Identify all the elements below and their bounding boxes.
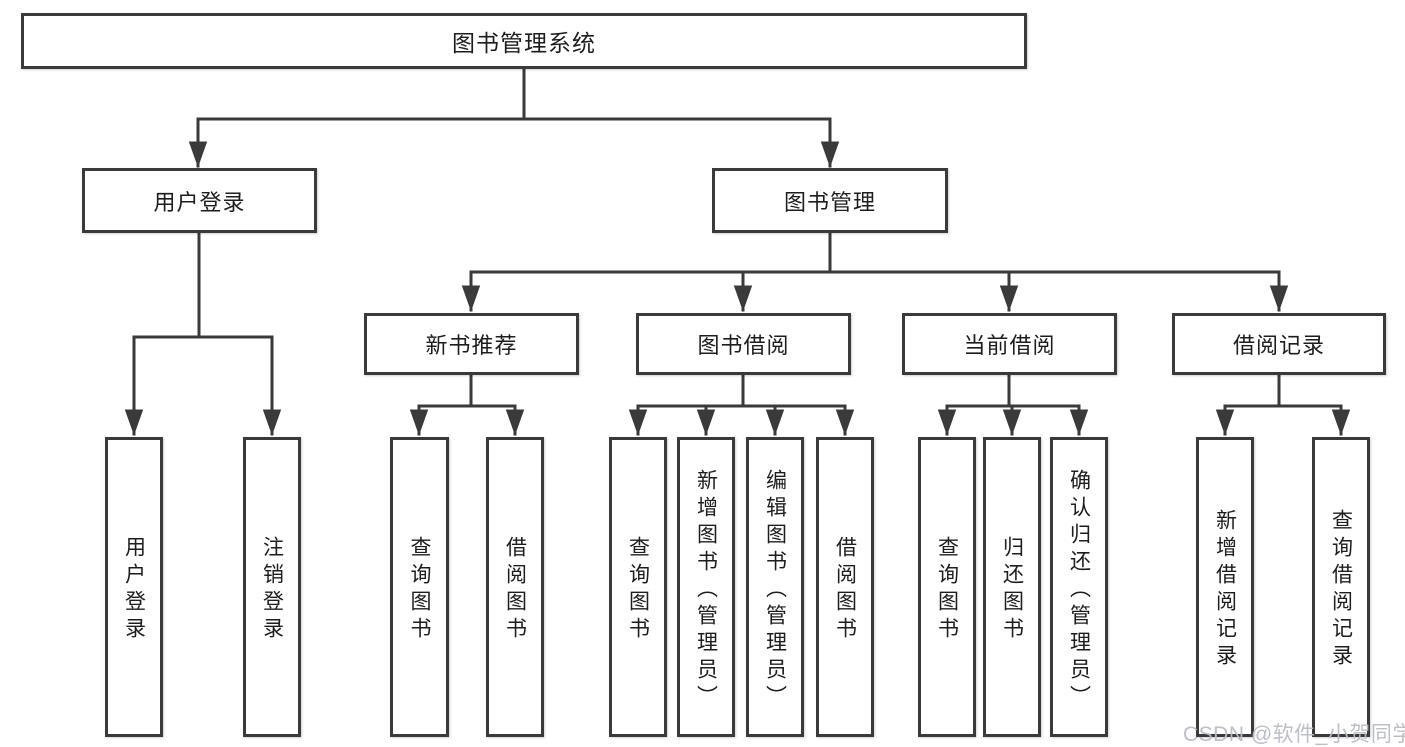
node-rec-borrow-book: 借阅图书 [486, 437, 544, 737]
node-cb-query-book: 查询图书 [918, 437, 976, 737]
node-bb-borrow-book: 借阅图书 [816, 437, 874, 737]
node-bb-add-book-admin: 新增图书（管理员） [677, 437, 735, 737]
node-user-login: 用户登录 [82, 168, 317, 233]
node-current-borrowing: 当前借阅 [902, 313, 1117, 375]
node-br-query-record: 查询借阅记录 [1312, 437, 1370, 737]
node-logout-action: 注销登录 [243, 437, 301, 737]
node-cb-confirm-return-admin: 确认归还（管理员） [1050, 437, 1108, 737]
csdn-watermark: CSDN @软件_小贺同学 [1183, 723, 1405, 746]
node-book-management: 图书管理 [712, 168, 948, 233]
node-library-system-root: 图书管理系统 [21, 13, 1027, 69]
node-user-login-action: 用户登录 [105, 437, 163, 737]
node-bb-query-book: 查询图书 [609, 437, 667, 737]
node-bb-edit-book-admin: 编辑图书（管理员） [746, 437, 804, 737]
node-cb-return-book: 归还图书 [983, 437, 1041, 737]
node-br-add-record: 新增借阅记录 [1196, 437, 1254, 737]
node-rec-query-book: 查询图书 [390, 437, 449, 737]
node-new-book-recommend: 新书推荐 [364, 313, 579, 375]
node-borrow-records: 借阅记录 [1172, 313, 1386, 375]
node-book-borrowing: 图书借阅 [636, 313, 851, 375]
